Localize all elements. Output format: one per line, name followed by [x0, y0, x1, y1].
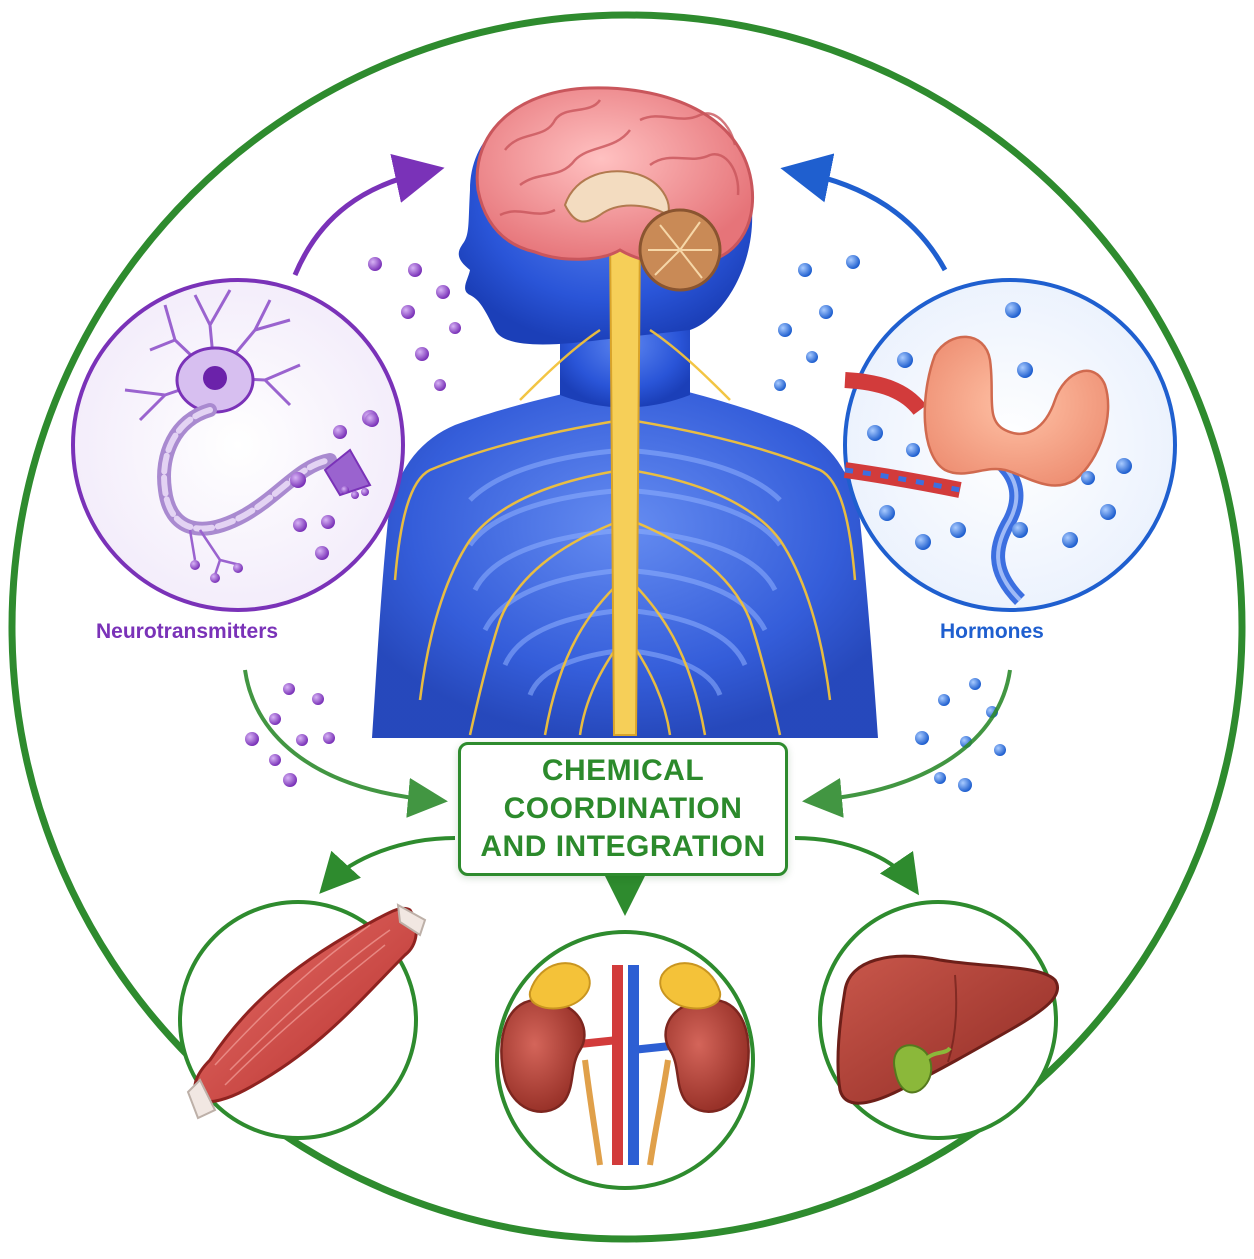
title-line-3: AND INTEGRATION	[480, 830, 766, 863]
thyroid-panel	[843, 278, 1177, 612]
neuron-nucleus-icon	[203, 366, 227, 390]
spinal-cord	[608, 229, 642, 736]
hormone-arrow	[780, 153, 948, 272]
title-line-1: CHEMICAL	[541, 754, 705, 787]
arrow-to-liver	[794, 836, 920, 896]
arrow-to-center-right	[802, 669, 1012, 818]
brain-icon	[475, 86, 755, 292]
neurotransmitter-arrow	[292, 153, 445, 276]
adrenal-gland-icon	[528, 962, 591, 1010]
central-title-box: CHEMICAL COORDINATION AND INTEGRATION	[458, 742, 788, 876]
muscle-icon	[186, 903, 427, 1120]
thyroid-gland-icon	[923, 335, 1110, 487]
neuron-panel	[71, 278, 405, 612]
hormone-molecules	[867, 302, 1132, 550]
neurotransmitters-label: Neurotransmitters	[96, 620, 279, 643]
kidneys-panel	[495, 930, 755, 1190]
floating-neurotransmitters	[245, 257, 461, 787]
arrow-to-muscle	[319, 836, 456, 894]
arrow-to-center-left	[243, 669, 448, 818]
human-body-illustration	[372, 86, 878, 738]
hormones-label: Hormones	[940, 620, 1044, 643]
kidneys-icon	[500, 962, 750, 1166]
title-line-2: COORDINATION	[503, 792, 743, 825]
muscle-panel	[178, 900, 427, 1140]
gallbladder-icon	[893, 1044, 933, 1094]
liver-icon	[836, 954, 1060, 1105]
liver-panel	[818, 900, 1060, 1140]
adrenal-gland-icon	[659, 962, 722, 1010]
